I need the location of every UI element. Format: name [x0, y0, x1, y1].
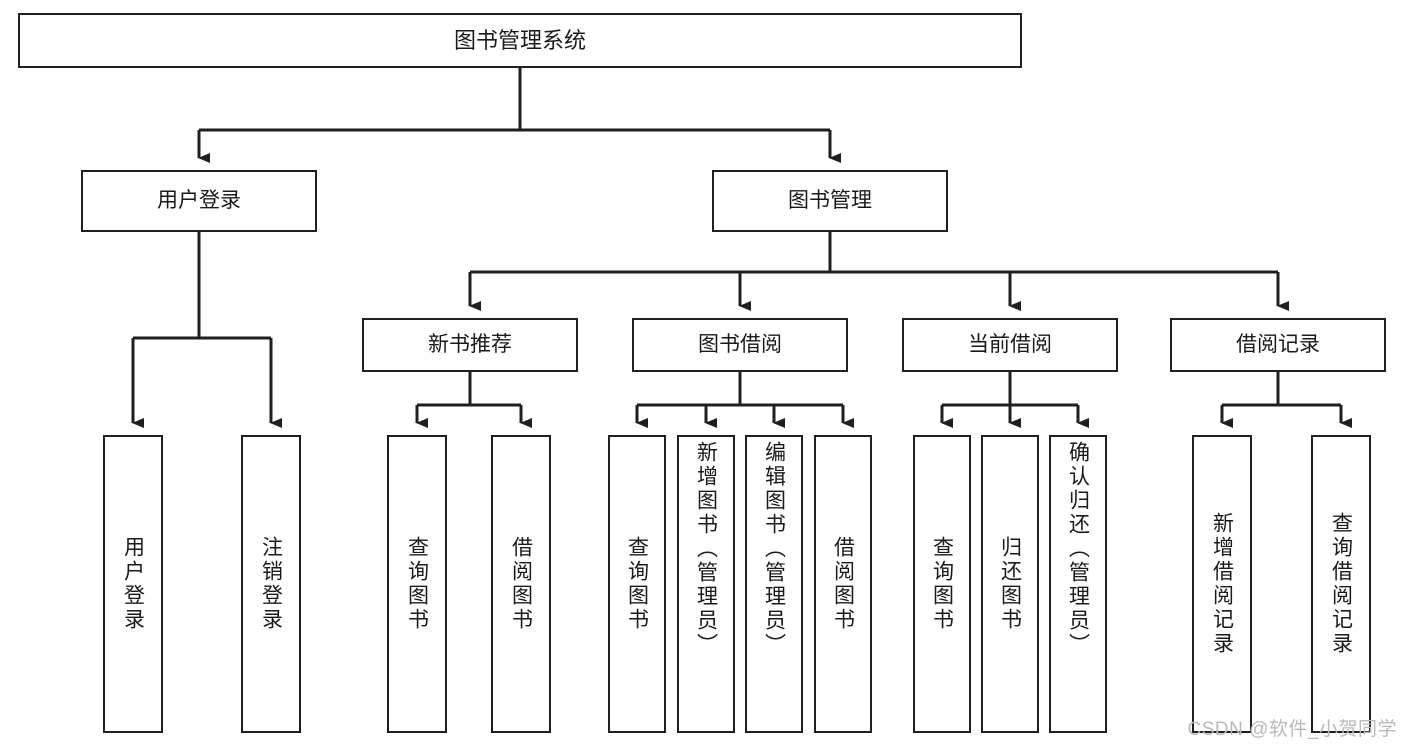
node-book-management-system[interactable]: 图书管理系统: [18, 13, 1022, 68]
node-label: 图书管理: [788, 188, 872, 212]
leaf-user-login[interactable]: 用户登录: [103, 435, 163, 733]
node-label: 用户登录: [157, 188, 241, 212]
leaf-query-book-borrow[interactable]: 查询图书: [608, 435, 666, 733]
leaf-confirm-return-admin[interactable]: 确认归还（管理员）: [1049, 435, 1107, 733]
node-label: 新增借阅记录: [1210, 512, 1234, 656]
node-label: 借阅图书: [831, 536, 855, 632]
node-label: 查询图书: [930, 536, 954, 632]
node-new-book-recommend[interactable]: 新书推荐: [362, 318, 578, 372]
node-borrow-records[interactable]: 借阅记录: [1170, 318, 1386, 372]
node-label: 注销登录: [259, 536, 283, 632]
leaf-logout[interactable]: 注销登录: [241, 435, 301, 733]
node-label: 用户登录: [121, 536, 145, 632]
node-label: 借阅记录: [1236, 332, 1320, 356]
node-label: 归还图书: [998, 536, 1022, 632]
node-label: 查询借阅记录: [1329, 512, 1353, 656]
leaf-borrow-book[interactable]: 借阅图书: [814, 435, 872, 733]
node-label: 新增图书（管理员）: [694, 441, 718, 657]
leaf-query-book-current[interactable]: 查询图书: [913, 435, 971, 733]
node-label: 图书借阅: [698, 332, 782, 356]
leaf-borrow-book-recommend[interactable]: 借阅图书: [491, 435, 551, 733]
leaf-query-borrow-record[interactable]: 查询借阅记录: [1311, 435, 1371, 733]
node-book-management[interactable]: 图书管理: [712, 170, 948, 232]
node-label: 当前借阅: [968, 332, 1052, 356]
node-label: 查询图书: [405, 536, 429, 632]
csdn-watermark: CSDN @软件_小贺同学: [1187, 719, 1397, 740]
node-label: 编辑图书（管理员）: [762, 441, 786, 657]
leaf-add-book-admin[interactable]: 新增图书（管理员）: [677, 435, 735, 733]
node-label: 确认归还（管理员）: [1066, 441, 1090, 657]
node-user-login[interactable]: 用户登录: [81, 170, 317, 232]
leaf-add-borrow-record[interactable]: 新增借阅记录: [1192, 435, 1252, 733]
node-current-borrow[interactable]: 当前借阅: [902, 318, 1118, 372]
node-book-borrow[interactable]: 图书借阅: [632, 318, 848, 372]
node-label: 借阅图书: [509, 536, 533, 632]
leaf-return-book[interactable]: 归还图书: [981, 435, 1039, 733]
node-label: 图书管理系统: [453, 27, 586, 53]
leaf-edit-book-admin[interactable]: 编辑图书（管理员）: [745, 435, 803, 733]
leaf-query-book-recommend[interactable]: 查询图书: [387, 435, 447, 733]
node-label: 新书推荐: [428, 332, 512, 356]
node-label: 查询图书: [625, 536, 649, 632]
